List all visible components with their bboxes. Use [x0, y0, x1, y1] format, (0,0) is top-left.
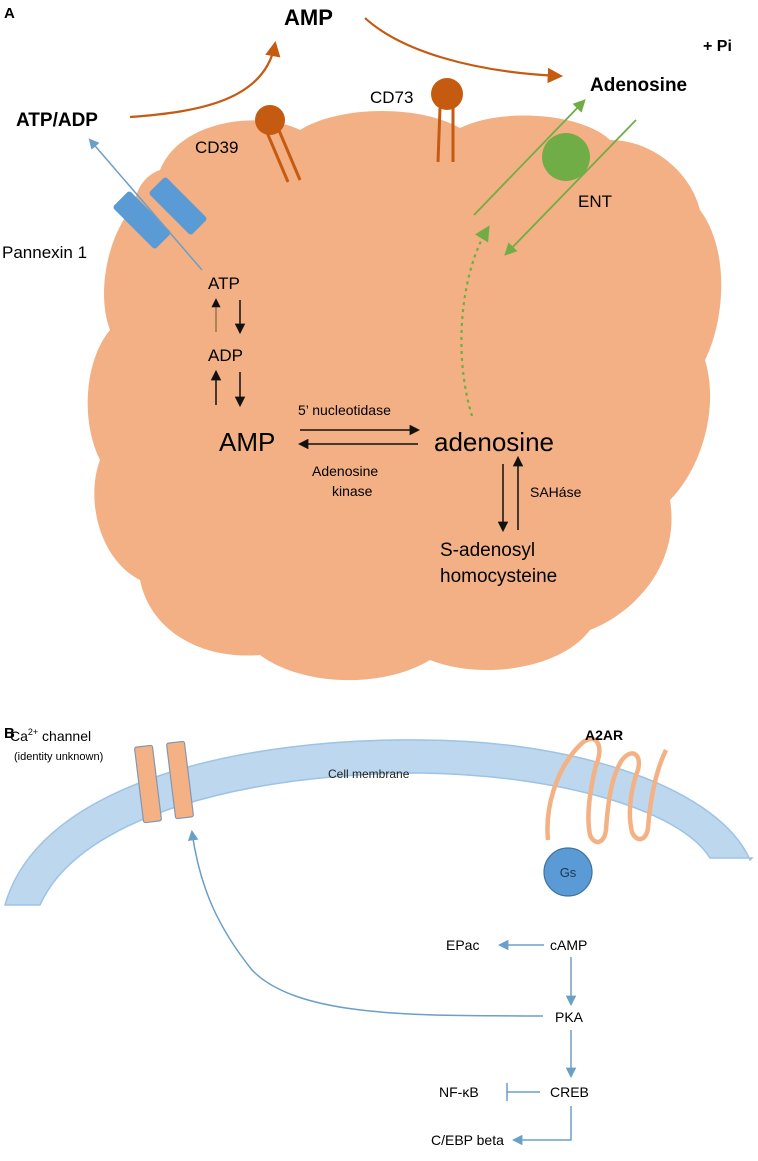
intra-adenosine-label: adenosine: [434, 427, 554, 457]
ent-inward-arrow: [504, 119, 637, 256]
kinase-label-line1: Adenosine: [312, 463, 378, 479]
cd73-enzyme: [431, 78, 463, 163]
atp-to-amp-arrow: [129, 40, 281, 119]
membrane-label: Cell membrane: [328, 767, 410, 781]
cd39-label: CD39: [195, 138, 238, 157]
cebp-label: C/EBP beta: [431, 1132, 504, 1148]
sah-label-line1: S-adenosyl: [440, 540, 535, 561]
pi-label: + Pi: [703, 38, 732, 55]
nfkb-label: NF-κB: [439, 1084, 479, 1100]
cell-membrane: [4, 739, 754, 906]
intra-atp-label: ATP: [208, 274, 240, 293]
calcium-channel: [134, 740, 194, 824]
cd73-label: CD73: [370, 88, 413, 107]
ext-atp-adp-label: ATP/ADP: [16, 110, 98, 131]
ent-outward-arrow: [473, 99, 586, 216]
creb-label: CREB: [550, 1084, 589, 1100]
gs-protein: [543, 847, 593, 897]
intra-amp-label: AMP: [219, 427, 275, 457]
a2ar-label: A2AR: [585, 727, 623, 743]
nucleotidase-label: 5’ nucleotidase: [298, 402, 391, 418]
ent-label: ENT: [578, 192, 612, 211]
intra-adp-label: ADP: [208, 346, 243, 365]
pannexin-label: Pannexin 1: [2, 243, 87, 262]
pka-label: PKA: [555, 1009, 584, 1025]
cell-body: [87, 110, 722, 681]
camp-label: cAMP: [550, 937, 587, 953]
cd39-enzyme: [255, 105, 302, 183]
creb-inhibits-nfkb: [506, 1083, 540, 1101]
ext-adenosine-label: Adenosine: [590, 75, 687, 96]
amp-to-adenosine-arrow: [364, 17, 564, 84]
pka-to-channel-arrow: [187, 829, 544, 1017]
kinase-label-line2: kinase: [332, 483, 373, 499]
panel-b-label: B: [4, 725, 15, 742]
pannexin-channel: [113, 177, 207, 249]
sahase-label: SAHáse: [530, 484, 582, 500]
atp-release-arrow: [88, 138, 203, 271]
epac-label: EPac: [446, 937, 479, 953]
ca-channel-label: Ca2+ channel: [10, 727, 91, 744]
gs-label: Gs: [560, 865, 577, 880]
a2ar-receptor: [545, 736, 669, 845]
sah-label-line2: homocysteine: [440, 566, 557, 587]
ca-channel-note: (identity unknown): [14, 751, 103, 763]
ext-amp-label: AMP: [284, 5, 333, 30]
creb-to-cebp-arrow: [511, 1106, 572, 1146]
ent-transporter: [542, 133, 590, 181]
panel-a-label: A: [4, 5, 15, 22]
